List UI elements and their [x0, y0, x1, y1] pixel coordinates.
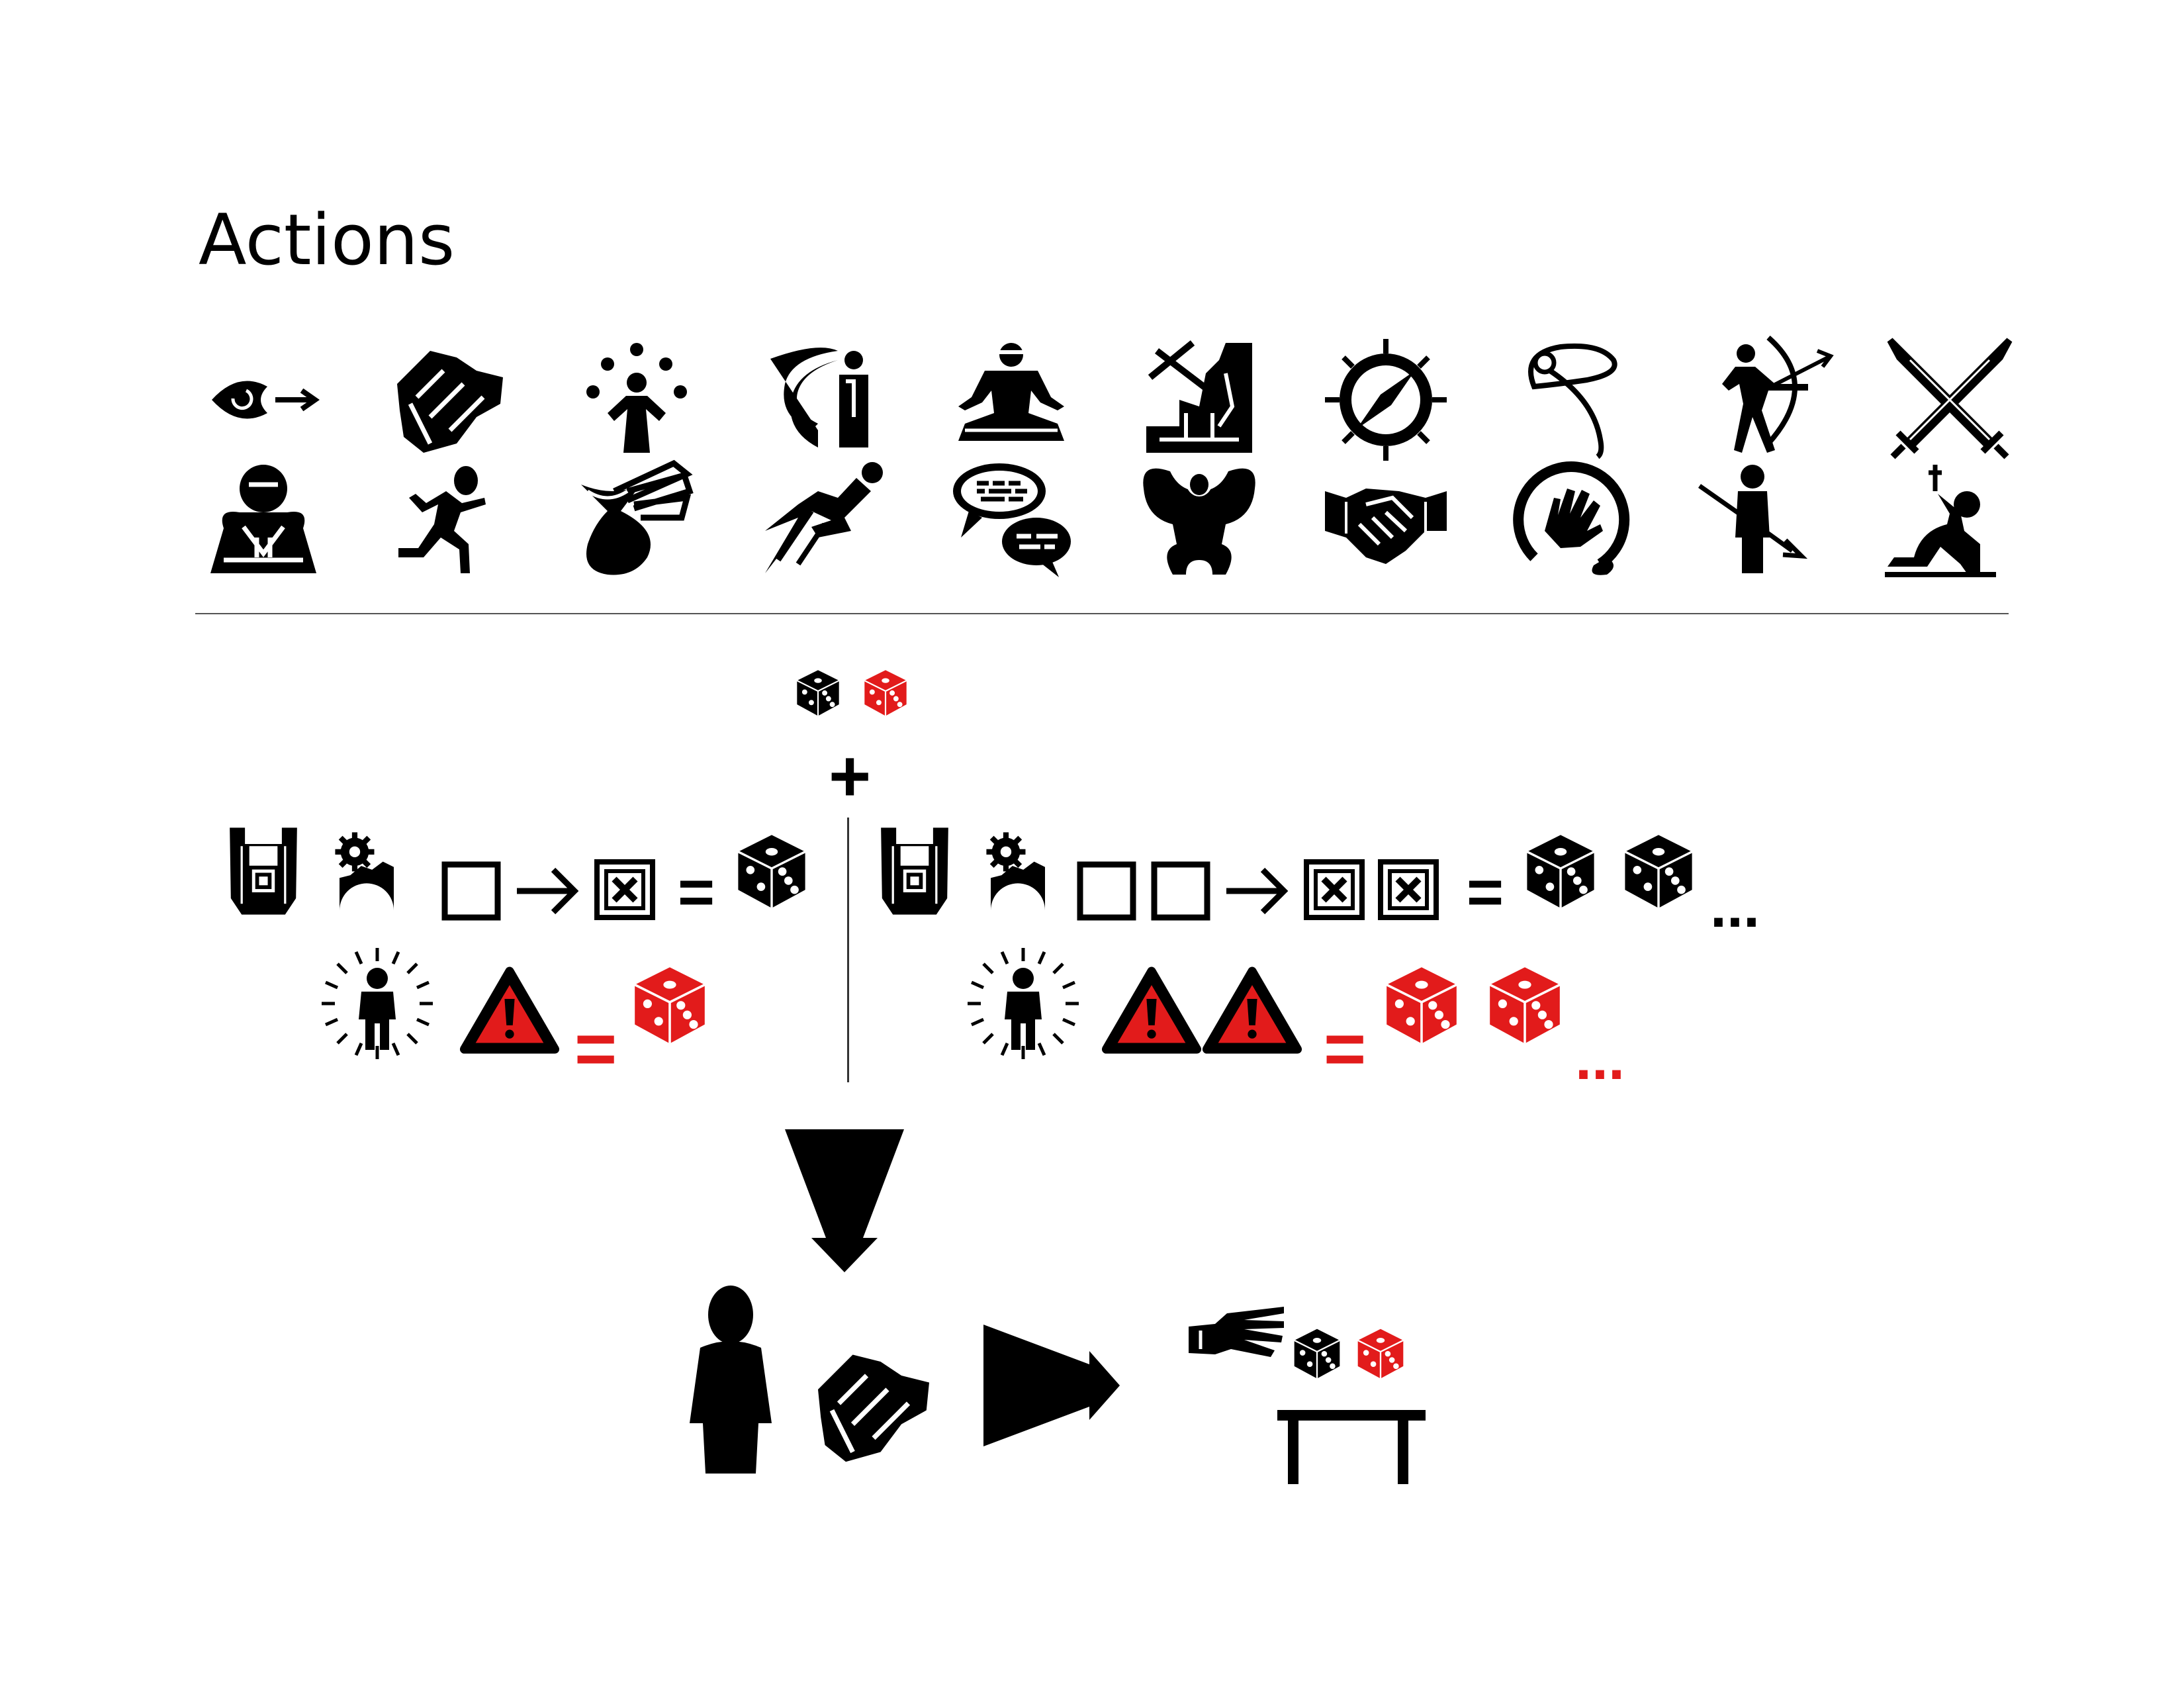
empty-box-icon [1080, 865, 1133, 917]
magic-hand-icon[interactable] [1513, 461, 1630, 575]
gears-icon [335, 832, 394, 920]
right-risk-equals: = [1324, 1008, 1367, 1090]
danger-icon [1207, 971, 1298, 1049]
arrow-icon [517, 870, 574, 912]
lasso-icon[interactable] [1528, 343, 1617, 459]
juggling-icon[interactable] [586, 343, 687, 453]
strongman-icon[interactable] [1143, 467, 1255, 575]
plus-sign: + [829, 735, 872, 817]
right-skill-equals: = [1467, 857, 1504, 927]
right-skill-ellipsis: ... [1710, 874, 1760, 940]
red-die-icon [1385, 966, 1458, 1045]
archer-icon[interactable] [1722, 335, 1834, 453]
pray-icon[interactable] [210, 465, 316, 573]
red-die-icon [1357, 1328, 1404, 1380]
gears-icon [986, 832, 1045, 920]
handshake-icon[interactable] [1325, 489, 1447, 564]
empty-box-icon [445, 865, 498, 917]
armor-icon [230, 827, 297, 914]
awareness-icon[interactable] [212, 381, 320, 419]
brute-force-icon[interactable] [397, 351, 503, 453]
money-bag-icon[interactable] [581, 459, 694, 575]
right-risk-ellipsis: ... [1575, 1026, 1625, 1092]
left-risk-equals: = [574, 1008, 617, 1090]
person-icon [690, 1286, 772, 1474]
radiant-person-icon [322, 948, 433, 1059]
black-die-icon [737, 833, 807, 910]
red-die-icon [1488, 966, 1561, 1045]
break-wall-icon[interactable] [1146, 340, 1252, 453]
wounded-icon[interactable] [1885, 465, 1996, 577]
compass-icon[interactable] [1325, 339, 1447, 461]
conversation-icon[interactable] [953, 463, 1071, 577]
formula-divider [847, 818, 849, 1082]
down-triangle-arrow [785, 1129, 904, 1272]
meditation-icon[interactable] [958, 343, 1064, 441]
right-skill-row [867, 808, 1694, 953]
red-die-icon [633, 966, 706, 1045]
crossed-swords-icon[interactable] [1887, 338, 2013, 459]
black-die-icon [796, 669, 840, 717]
thrown-dice-pair [1293, 1328, 1404, 1380]
armor-icon [881, 827, 948, 914]
checked-box-icon [597, 862, 653, 917]
base-dice-pair [796, 669, 907, 717]
danger-icon [465, 971, 555, 1049]
red-die-icon [864, 669, 907, 717]
empty-box-icon [1154, 865, 1207, 917]
page-title: Actions [199, 199, 455, 281]
dash-icon[interactable] [765, 462, 883, 573]
black-die-icon [1293, 1328, 1341, 1380]
black-die-icon [1623, 833, 1694, 910]
left-skill-row [212, 808, 807, 953]
checked-box-icon [1306, 862, 1362, 917]
left-skill-equals: = [678, 857, 715, 927]
right-triangle-arrow [983, 1325, 1120, 1446]
section-divider [195, 613, 2009, 614]
checked-box-icon [1381, 862, 1436, 917]
sneak-icon[interactable] [770, 348, 868, 447]
table-icon [1277, 1410, 1426, 1484]
fist-icon [818, 1354, 929, 1462]
throwing-hand-icon [1189, 1307, 1284, 1357]
radiant-person-icon [968, 948, 1079, 1059]
danger-icon [1107, 971, 1197, 1049]
action-icon-grid [210, 335, 2013, 577]
stab-icon[interactable] [1698, 465, 1808, 573]
arrow-icon [1226, 870, 1284, 912]
black-die-icon [1525, 833, 1596, 910]
run-icon[interactable] [398, 466, 486, 573]
